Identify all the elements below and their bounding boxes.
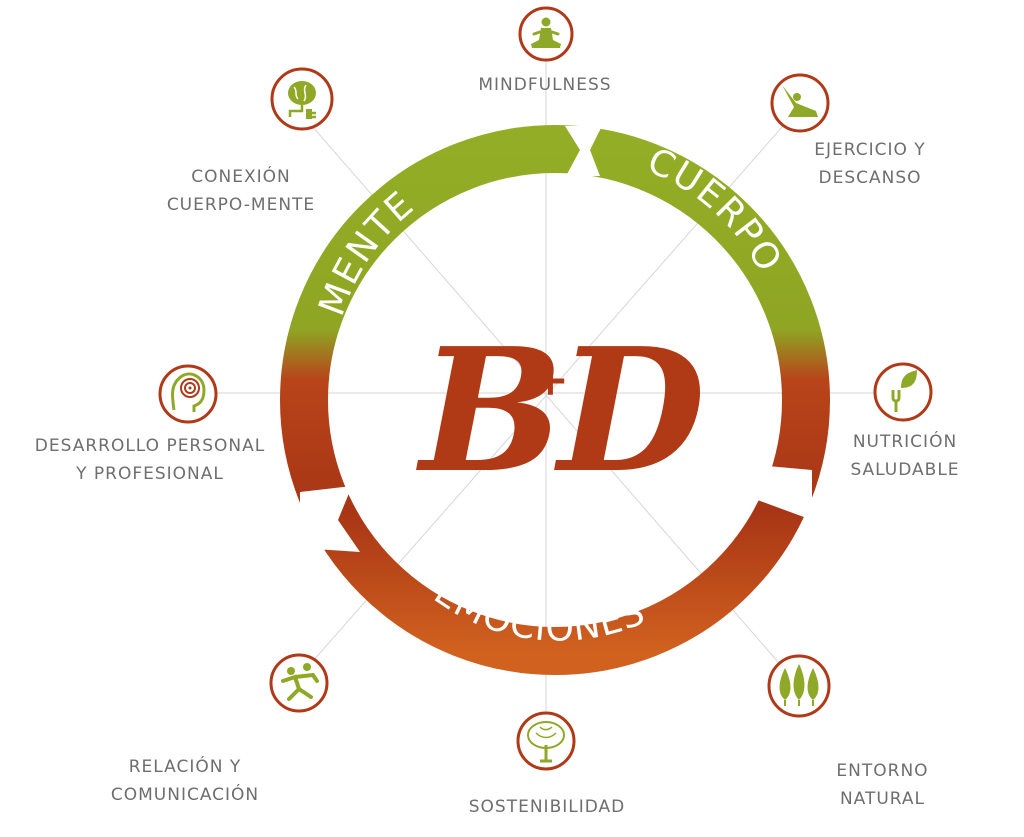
trees-icon	[767, 654, 831, 718]
ring	[280, 125, 830, 675]
brain-plug-icon	[270, 67, 334, 131]
node-label-sostenibilidad: SOSTENIBILIDAD	[468, 797, 626, 817]
logo-letter-b: B	[416, 311, 564, 511]
center-logo: B + D	[416, 311, 705, 511]
node-label-ejercicio: EJERCICIO Y DESCANSO	[814, 140, 926, 188]
meditation-icon	[518, 6, 574, 62]
people-icon	[269, 653, 329, 713]
node-label-mindfulness: MINDFULNESS	[478, 75, 612, 95]
stretching-icon	[770, 73, 830, 133]
node-label-desarrollo: DESARROLLO PERSONAL Y PROFESIONAL	[34, 436, 266, 484]
logo-plus: +	[532, 355, 569, 406]
head-target-icon	[158, 364, 218, 424]
logo-letter-d: D	[554, 311, 705, 511]
node-label-relacion: RELACIÓN Y COMUNICACIÓN	[110, 757, 260, 805]
leaf-fork-icon	[873, 362, 933, 422]
node-label-nutricion: NUTRICIÓN SALUDABLE	[850, 432, 960, 480]
node-label-conexion: CONEXIÓN CUERPO-MENTE	[166, 167, 316, 215]
node-label-entorno: ENTORNO NATURAL	[836, 761, 929, 809]
tree-brain-icon	[516, 711, 576, 771]
ring-label-cuerpo: CUERPO	[641, 140, 790, 280]
